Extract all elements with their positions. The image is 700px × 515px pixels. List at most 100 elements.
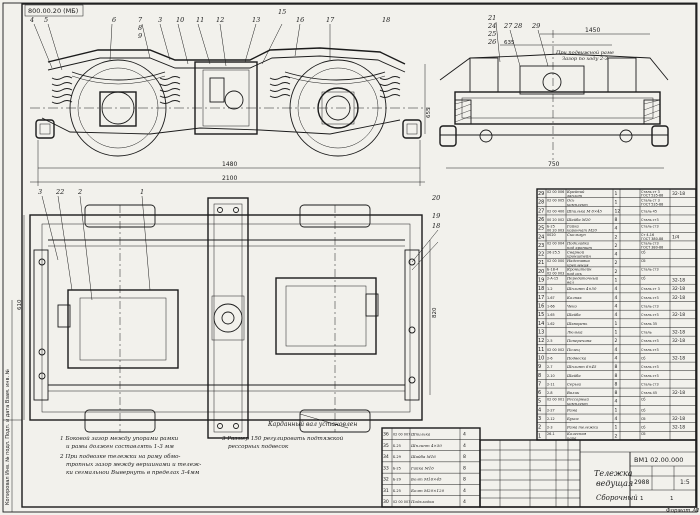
bom-qty: 1: [615, 200, 618, 206]
bom-name: Скользун: [567, 232, 586, 237]
plan-view: 3 22 2 1 20 19 18 Карданный вал установл…: [17, 188, 440, 439]
plan-callout-1: 1: [140, 188, 144, 196]
bom-code: 2-7: [547, 365, 553, 369]
bom-note: 1/4: [672, 234, 679, 240]
bom-qty: 1: [615, 425, 618, 431]
bom-code: 2-11: [547, 382, 555, 386]
bom-qty: 4: [615, 416, 618, 422]
bom-name: Шплинт 6×45: [566, 364, 597, 369]
lower-bom-pos: 30: [383, 499, 389, 505]
bom-pos: 2: [538, 425, 541, 431]
lower-bom-code: 02 00 007: [393, 500, 410, 504]
lower-bom-qty: 8: [463, 477, 466, 483]
lower-bom-pos: 33: [383, 465, 389, 471]
note-3: 3 Размер 150 регулировать подтяжкой: [222, 436, 344, 442]
bom-qty: 2: [615, 433, 618, 439]
plan-callout-3: 3: [38, 188, 42, 196]
bom-name: Серьга: [567, 381, 582, 386]
bom-pos: 12: [538, 338, 544, 344]
bom-name: крепления: [567, 262, 589, 267]
bom-name: Поперечина: [566, 338, 592, 343]
bom-qty: 1: [615, 278, 618, 284]
bom-material: ГОСТ 380-88: [641, 246, 663, 250]
bom-pos: 11: [538, 347, 544, 353]
callout-10: 10: [176, 16, 184, 24]
technical-notes: 1 Боковой зазор между упорами рамки и ра…: [59, 436, 344, 476]
bom-name: Подвеска: [566, 355, 587, 360]
note-2c: ки сегмальнои Вывернуть в пределах 3-4мм: [66, 470, 200, 476]
bom-name: Шплинт 4×50: [566, 286, 597, 291]
side-view: 4 5 6 7 8 9 3 10 11 12 13 15 16 17 18 65…: [29, 8, 432, 186]
bom-pos: 18: [538, 286, 544, 292]
bom-qty: 4: [615, 347, 618, 353]
bom-qty: 8: [615, 364, 618, 370]
format-caption: Формат А1: [666, 508, 700, 514]
bom-name: Шайба М20: [566, 217, 591, 222]
bom-pos: 7: [538, 381, 541, 387]
bom-name: Рессорный: [566, 397, 589, 402]
bom-material: Сталь ст 3: [641, 190, 660, 194]
bom-code: 00 20 003: [547, 228, 564, 232]
lower-bom-qty: 4: [463, 443, 466, 449]
plan-callout-19: 19: [432, 212, 440, 220]
bom-name: комплект: [567, 202, 588, 207]
bom-material: Сталь ст3: [641, 313, 659, 317]
bom-qty: 1: [615, 191, 618, 197]
bom-name: под кроншт: [567, 245, 592, 250]
bom-name: Валик: [566, 390, 580, 395]
bom-pos: 8: [538, 373, 541, 379]
bom-code: 2-А-15: [547, 276, 558, 280]
doc-type: Сборочный: [596, 494, 638, 502]
bom-code: 02 00 400: [547, 209, 564, 213]
bom-name: Рама: [566, 407, 578, 412]
bom-note: 32-18: [672, 278, 685, 284]
bom-pos: 28: [538, 200, 544, 206]
bom-pos: 29: [538, 191, 544, 197]
bom-name: Букса: [566, 416, 579, 421]
centre-bolster: [194, 61, 258, 135]
bom-material: Сталь ст3: [641, 218, 659, 222]
bom-pos: 19: [538, 278, 544, 284]
bom-name: Колпак: [566, 295, 582, 300]
bom-material: Сталь 35: [641, 322, 657, 326]
bom-code: 02 00 004: [547, 242, 564, 246]
callout-21: 21: [487, 14, 496, 22]
bom-pos: 5: [538, 399, 541, 405]
bom-note: 32-18: [672, 355, 685, 361]
callout-17: 17: [326, 16, 335, 24]
bom-material: ГОСТ 380-88: [641, 237, 663, 241]
lower-bom-code: Б-29: [393, 478, 401, 482]
bom-name: Рама тележки: [566, 425, 599, 430]
bom-material: Сталь: [641, 330, 652, 334]
bom-qty: 1: [615, 329, 618, 335]
bom-pos: 20: [538, 269, 544, 275]
plan-bolster: [207, 197, 249, 439]
bom-pos: 15: [538, 312, 544, 318]
dim-655: 655: [426, 107, 432, 118]
bom-material: Сб: [641, 356, 645, 360]
note-1b: и рамы должен составлять 1-3 мм: [66, 444, 174, 450]
bom-material: Ст 4-16: [641, 233, 654, 237]
bom-material: Сб: [641, 398, 645, 402]
bom-code: 02 00 001: [547, 398, 564, 402]
subtitle-text: ведущая: [596, 479, 633, 488]
bom-code: 1-62: [547, 322, 555, 326]
bom-pos: 23: [538, 243, 544, 249]
corner-drawing-number: 800.00.20 (МБ): [28, 7, 78, 15]
callout-9: 9: [138, 32, 142, 40]
bom-material: Сб: [641, 259, 645, 263]
bom-note: 32-18: [672, 416, 685, 422]
lower-bom-pos: 34: [383, 454, 389, 460]
callout-29: 29: [531, 22, 540, 30]
callout-13: 13: [252, 16, 260, 24]
lower-bom-name: Шплинт 4×50: [410, 443, 442, 448]
